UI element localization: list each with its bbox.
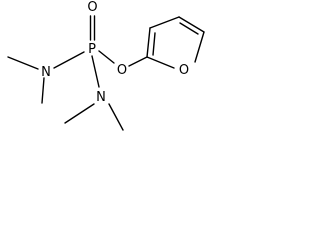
atom-nitrogen-1: N [41, 65, 51, 80]
bond-p-n2 [91, 55, 100, 88]
bond-n1-methyl-2 [41, 77, 45, 104]
bond-o-c2-ring [146, 56, 175, 69]
bond-c4-c5 [178, 16, 205, 33]
atom-nitrogen-2: N [96, 90, 106, 105]
atom-ester-oxygen: O [117, 63, 127, 78]
bond-c4-c5-inner [179, 22, 199, 35]
bond-c5-o [194, 31, 205, 63]
bond-o-c2 [128, 56, 148, 67]
atom-labels: O P O O N N [41, 0, 189, 105]
bonds [7, 15, 205, 131]
bond-p-o-ester [98, 50, 115, 64]
atom-furan-oxygen: O [179, 63, 189, 78]
atom-oxo-oxygen: O [87, 0, 97, 15]
bond-c2-c3-inner [152, 32, 156, 56]
chemical-structure: O P O O N N [7, 0, 205, 131]
atom-phosphorus: P [88, 42, 96, 57]
bond-c3-c4 [149, 16, 180, 29]
bond-n2-methyl-1 [64, 103, 95, 124]
bond-p-n1 [53, 51, 85, 69]
bond-n1-methyl-1 [7, 56, 39, 70]
bond-n2-methyl-2 [108, 103, 124, 131]
bond-c2-c3 [146, 27, 151, 58]
